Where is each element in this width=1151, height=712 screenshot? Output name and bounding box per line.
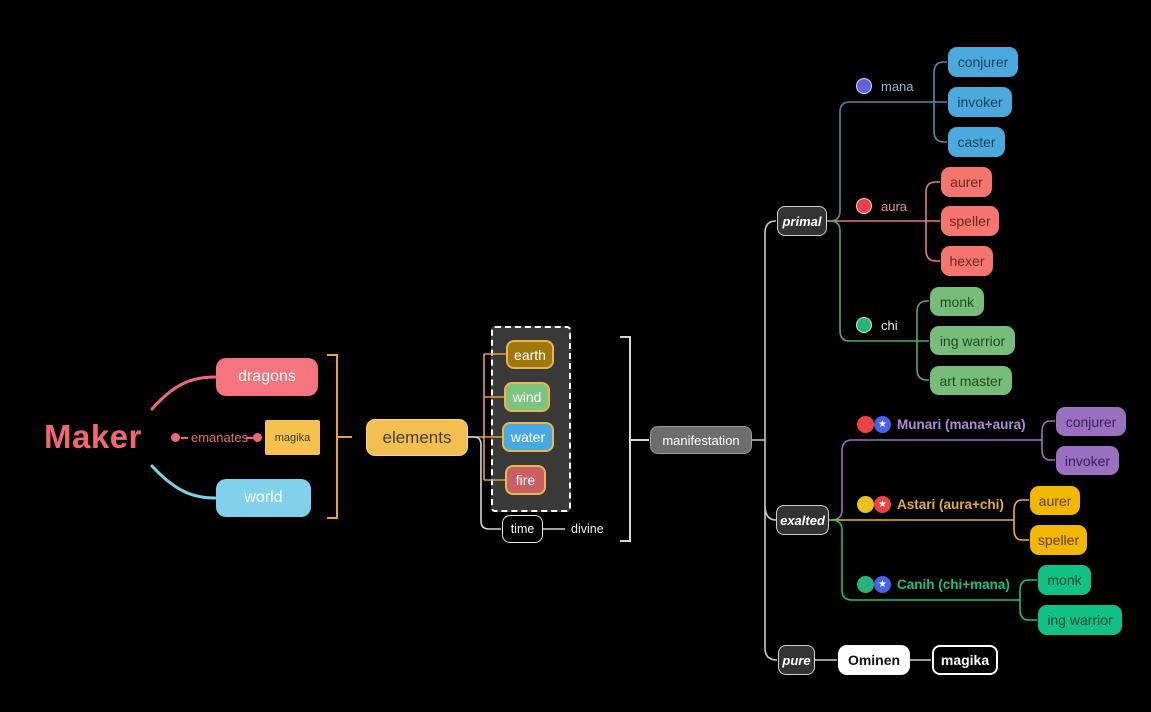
node-magika-pure[interactable]: magika [932,645,998,675]
node-time[interactable]: time [502,515,543,543]
canih-star-badge-icon: ★ [874,576,891,593]
node-astari[interactable]: Astari (aura+chi) [897,497,1004,512]
node-invoker-exalted[interactable]: invoker [1056,446,1119,475]
node-ing-warrior-primal[interactable]: ing warrior [930,326,1015,355]
node-hexer-primal[interactable]: hexer [941,246,993,276]
node-water[interactable]: water [502,422,554,452]
node-elements[interactable]: elements [366,419,468,456]
maker-world-connector [150,464,217,500]
node-invoker-primal[interactable]: invoker [948,87,1012,117]
node-magika-left[interactable]: magika [265,420,320,455]
node-monk-exalted[interactable]: monk [1038,565,1091,595]
node-speller-primal[interactable]: speller [941,206,999,236]
mana-dot-icon [856,78,872,94]
manifestation-bracket [620,336,649,542]
node-pure[interactable]: pure [778,645,815,675]
munari-star-badge-icon: ★ [874,416,891,433]
node-art-master-primal[interactable]: art master [930,366,1012,395]
node-conjurer-primal[interactable]: conjurer [948,47,1018,77]
node-ominen[interactable]: Ominen [838,645,910,675]
node-munari[interactable]: Munari (mana+aura) [897,417,1026,432]
maker-dragons-connector [150,375,217,411]
node-speller-exalted[interactable]: speller [1030,525,1087,555]
node-manifestation[interactable]: manifestation [650,426,752,454]
node-world[interactable]: world [216,479,311,517]
node-aura[interactable]: aura [881,199,908,214]
canih-branch-connector [828,519,1037,621]
node-mana[interactable]: mana [881,79,914,94]
maker-group-bracket [327,354,352,519]
node-aurer-exalted[interactable]: aurer [1030,486,1080,515]
root-node-maker[interactable]: Maker [44,418,142,455]
edge-label-emanates: emanates [191,430,249,445]
node-aurer-primal[interactable]: aurer [941,167,992,197]
node-conjurer-exalted[interactable]: conjurer [1056,407,1126,436]
node-monk-primal[interactable]: monk [930,287,984,316]
node-exalted[interactable]: exalted [776,505,829,535]
node-fire[interactable]: fire [505,465,546,495]
node-dragons[interactable]: dragons [216,358,318,396]
astari-aura-dot-icon [857,496,874,513]
aura-dot-icon [856,198,872,214]
chi-dot-icon [856,317,872,333]
node-chi[interactable]: chi [881,318,898,333]
emanates-start-dot-icon [171,433,180,442]
node-wind[interactable]: wind [504,382,550,412]
munari-aura-dot-icon [857,416,874,433]
manifestation-trunk [752,220,778,661]
node-ing-warrior-exalted[interactable]: ing warrior [1038,605,1122,635]
canih-chi-dot-icon [857,576,874,593]
aura-branch-connector [826,181,940,262]
node-canih[interactable]: Canih (chi+mana) [897,577,1010,592]
astari-star-badge-icon: ★ [874,496,891,513]
node-primal[interactable]: primal [777,206,827,236]
node-divine[interactable]: divine [571,522,604,536]
chi-branch-connector [826,220,929,381]
node-caster-primal[interactable]: caster [948,127,1005,157]
node-earth[interactable]: earth [506,340,554,369]
emanates-end-dot-icon [253,433,262,442]
